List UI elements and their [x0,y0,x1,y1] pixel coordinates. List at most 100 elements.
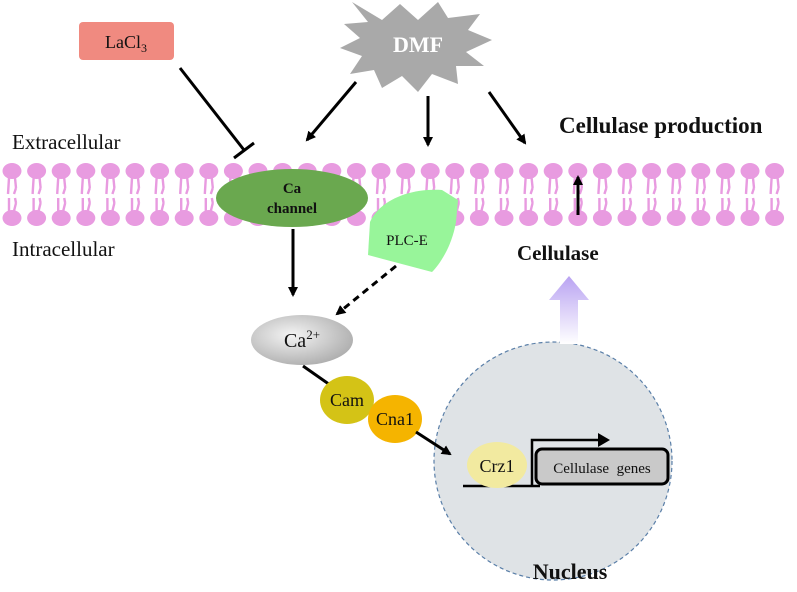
lipid-tail [603,187,608,195]
lipid-tail [504,187,510,195]
cam: Cam [320,376,374,424]
lipid-tail [481,177,485,189]
lipid-tail [38,177,42,189]
lipid-tail [677,187,682,195]
lipid-tail [627,187,633,195]
lipid-tail [572,177,576,195]
lipid-head [2,163,22,179]
lipid-head [568,163,588,179]
lipid-tail [578,202,583,212]
lipid-head [76,210,96,226]
lipid-tail [751,177,756,189]
lipid-tail [203,177,207,195]
lipid-tail [701,202,706,212]
lipid-tail [652,187,657,195]
calcium-shape [251,315,353,365]
lipid-tail [161,197,165,204]
lipid-head [642,163,662,179]
lipid-unit [125,163,145,226]
lipid-head [592,163,612,179]
lipid-tail [112,197,116,204]
lipid-tail [80,177,84,195]
lipid-head [519,163,539,179]
lipid-tail [160,202,165,212]
lipid-unit [691,163,711,226]
cellulase-genes-box [534,447,670,486]
cellulase-export-arrow [549,276,589,344]
lipid-tail [726,187,731,195]
lipid-tail [530,197,534,204]
lipid-tail [646,177,650,195]
lacl3-inhibition-bar [233,141,255,160]
lipid-tail [555,177,559,189]
lipid-tail [37,187,42,195]
lipid-tail [579,197,583,204]
lipid-tail [769,177,773,195]
lipid-head [199,210,219,226]
plc-e-shape [368,189,458,272]
lipid-head [150,210,170,226]
promoter-arrow [530,438,598,486]
lipid-tail [154,177,158,195]
lipid-tail [210,197,214,204]
cna1-to-crz1-arrow [415,430,452,456]
lipid-tail [136,197,141,204]
lipid-tail [161,177,165,189]
crz1-shape [467,442,527,488]
lipid-head [125,210,145,226]
lipid-tail [449,177,453,195]
lipid-tail [498,177,503,195]
lipid-tail [63,177,67,189]
lipid-tail [481,197,485,204]
lipid-head [174,210,194,226]
lipid-head [617,163,637,179]
lipid-tail [179,177,183,195]
lipid-head [494,210,514,226]
lipid-unit [27,163,47,226]
lipid-tail [776,177,780,189]
lacl3-label: LaCl3 [105,32,147,55]
lipid-head [150,163,170,179]
lipid-tail [727,177,731,189]
lipid-tail [129,177,134,195]
lipid-tail [579,177,583,189]
lipid-tail [455,187,460,195]
lipid-head [469,163,489,179]
extracellular-label: Extracellular [12,130,120,154]
lacl3-inhibition-line [178,67,246,151]
lipid-tail [678,177,682,189]
lipid-tail [695,177,699,195]
lipid-tail [480,187,485,195]
lipid-unit [519,163,539,226]
lipid-head [100,163,120,179]
lipid-tail [105,177,109,195]
lipid-tail [775,202,780,212]
lipid-unit [2,163,22,226]
lipid-tail [87,197,91,204]
lipid-unit [592,163,612,226]
lipid-tail [38,197,42,204]
lipid-head [396,163,416,179]
ca-channel-label-line2: channel [267,201,317,217]
lipid-head [740,163,760,179]
lipid-tail [112,177,116,189]
lipid-tail [56,177,60,195]
lipid-tail [554,202,559,212]
lipid-tail [627,202,633,212]
lipid-tail [529,202,534,212]
lipid-unit [617,163,637,226]
lipid-tail [776,197,780,204]
ca-channel-label-line1: Ca [283,181,302,197]
lipid-tail [13,197,18,204]
lipid-tail [455,202,460,212]
lipid-head [174,163,194,179]
lipid-tail [62,187,67,195]
lipid-tail [529,187,534,195]
lipid-unit [100,163,120,226]
cellulase-genes-label: Cellulase genes [553,461,651,477]
lipid-tail [6,177,11,195]
lipid-tail [474,177,478,195]
lipid-head [592,210,612,226]
cam-label: Cam [330,390,364,410]
lipid-tail [111,202,116,212]
